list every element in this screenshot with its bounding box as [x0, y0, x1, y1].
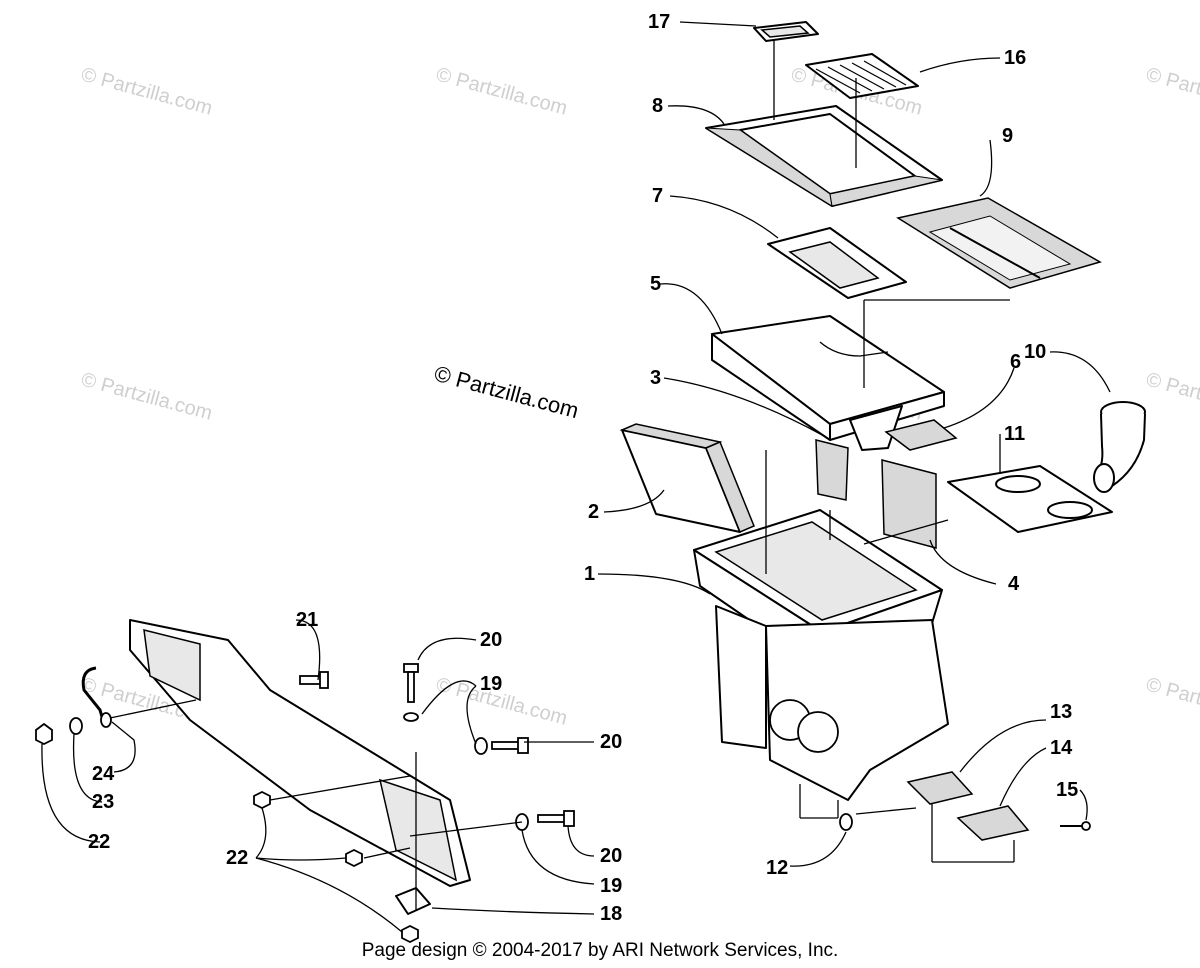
callout-21: 21: [296, 609, 318, 631]
callout-1: 1: [584, 563, 595, 585]
callout-18: 18: [600, 903, 622, 925]
watermark-faint: © Partzilla.com: [79, 64, 215, 120]
part-3-foam-strip: [815, 439, 849, 501]
part-11-gasket: [947, 465, 1113, 533]
callout-12: 12: [766, 857, 788, 879]
callout-20-middle: 20: [600, 731, 622, 753]
part-5-upper-housing: [711, 315, 945, 451]
leader-lines: [41, 21, 1111, 933]
watermark-faint: © Partzilla.com: [1144, 674, 1200, 730]
callout-22-left: 22: [88, 831, 110, 853]
watermark-faint: © Partzilla.com: [434, 64, 570, 120]
callout-6: 6: [1010, 351, 1021, 373]
callout-20-lower: 20: [600, 845, 622, 867]
watermark-faint: © Partzilla.com: [1144, 64, 1200, 120]
callout-4: 4: [1008, 573, 1020, 595]
callout-8: 8: [652, 95, 663, 117]
callout-15: 15: [1056, 779, 1078, 801]
callout-19-lower: 19: [600, 875, 622, 897]
part-10-elbow: [1093, 401, 1146, 493]
watermark-faint: © Partzilla.com: [1144, 369, 1200, 425]
page-footer: Page design © 2004-2017 by ARI Network S…: [361, 940, 839, 961]
watermark-main: © Partzilla.com: [432, 361, 582, 424]
part-12-grommet: [839, 813, 853, 831]
callout-3: 3: [650, 367, 661, 389]
part-18-bracket: [129, 619, 471, 915]
part-15-screw: [1060, 821, 1091, 831]
part-17-label-plate: [753, 21, 819, 42]
callout-11: 11: [1004, 423, 1025, 445]
callout-2: 2: [588, 501, 599, 523]
callout-24: 24: [92, 763, 115, 785]
callout-10: 10: [1024, 341, 1046, 363]
callout-20-upper: 20: [480, 629, 502, 651]
part-13-screen: [906, 771, 974, 805]
callout-9: 9: [1002, 125, 1013, 147]
part-16-grille: [805, 53, 919, 99]
callout-labels: 17 16 8 9 7 5 10 6 3 11 2 1 4 21 20 19 1…: [88, 11, 1078, 925]
part-14-screen: [956, 805, 1030, 841]
callout-23: 23: [92, 791, 114, 813]
callout-14: 14: [1050, 737, 1073, 759]
callout-5: 5: [650, 273, 661, 295]
callout-13: 13: [1050, 701, 1072, 723]
hardware-group: [35, 663, 575, 944]
part-7-tray: [767, 227, 907, 299]
part-6-foam-pad: [884, 419, 958, 451]
part-9-foam-sheet: [896, 197, 1102, 289]
callout-7: 7: [652, 185, 663, 207]
part-8-lid-frame: [705, 105, 943, 208]
part-4-foam-strip: [881, 459, 937, 549]
part-2-foam-block: [619, 423, 755, 533]
callout-22-lower: 22: [226, 847, 248, 869]
callout-17: 17: [648, 11, 670, 33]
watermark-group: © Partzilla.com © Partzilla.com © Partzi…: [79, 64, 1200, 730]
callout-19-upper: 19: [480, 673, 502, 695]
watermark-faint: © Partzilla.com: [79, 369, 215, 425]
callout-16: 16: [1004, 47, 1026, 69]
part-1-airbox: [693, 509, 949, 801]
